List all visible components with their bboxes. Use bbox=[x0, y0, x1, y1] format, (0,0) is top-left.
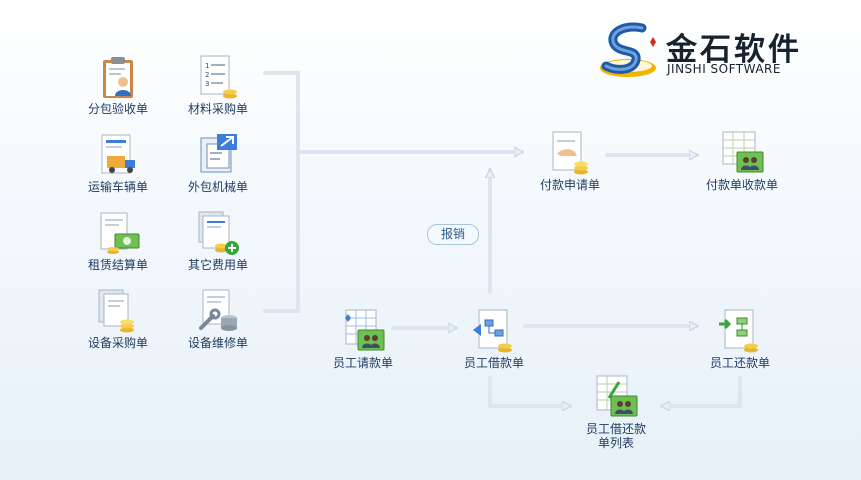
add-expense-icon bbox=[198, 211, 239, 255]
node-payment-request[interactable]: 付款申请单 bbox=[525, 130, 615, 192]
node-label: 外包机械单 bbox=[187, 180, 248, 194]
node-label: 其它费用单 bbox=[187, 258, 248, 272]
jinshi-logo: 金石软件 JINSHI SOFTWARE bbox=[598, 20, 813, 82]
node-lease-settlement[interactable]: 租赁结算单 bbox=[73, 210, 163, 272]
svg-text:2: 2 bbox=[205, 71, 209, 79]
node-label: 付款申请单 bbox=[539, 178, 600, 192]
node-label: 员工还款单 bbox=[709, 356, 770, 370]
reimburse-badge[interactable]: 报销 bbox=[427, 224, 479, 245]
node-borrow-repay-list[interactable]: 员工借还款 单列表 bbox=[571, 374, 661, 450]
connector-borrow-to-list bbox=[488, 376, 572, 406]
numbered-list-icon: 1 2 3 bbox=[200, 55, 237, 99]
node-transport-vehicle[interactable]: 运输车辆单 bbox=[73, 132, 163, 194]
node-material-purchase[interactable]: 1 2 3 材料采购单 bbox=[173, 54, 263, 116]
node-label: 设备采购单 bbox=[87, 336, 148, 350]
node-employee-borrow[interactable]: 员工借款单 bbox=[449, 308, 539, 370]
svg-text:1: 1 bbox=[205, 62, 209, 70]
wrench-database-icon bbox=[199, 289, 237, 331]
node-equipment-purchase[interactable]: 设备采购单 bbox=[73, 288, 163, 350]
node-label-line1: 员工借还款 bbox=[585, 422, 646, 436]
ledger-people-icon bbox=[596, 375, 638, 417]
jinshi-logo-icon bbox=[600, 22, 656, 77]
node-subcontract-acceptance[interactable]: 分包验收单 bbox=[73, 54, 163, 116]
node-label: 材料采购单 bbox=[187, 102, 248, 116]
node-employee-repay[interactable]: 员工还款单 bbox=[695, 308, 785, 370]
svg-text:3: 3 bbox=[205, 80, 209, 88]
spreadsheet-people-icon bbox=[722, 131, 764, 173]
node-payment-receipt[interactable]: 付款单收款单 bbox=[697, 130, 787, 192]
node-employee-request[interactable]: 员工请款单 bbox=[318, 308, 408, 370]
coins-document-icon bbox=[98, 289, 134, 333]
node-label: 分包验收单 bbox=[87, 102, 148, 116]
node-outsourced-machinery[interactable]: 外包机械单 bbox=[173, 132, 263, 194]
request-people-icon bbox=[345, 309, 385, 351]
node-label: 员工借款单 bbox=[463, 356, 524, 370]
external-window-icon bbox=[200, 134, 237, 173]
node-label: 员工请款单 bbox=[332, 356, 393, 370]
node-equipment-repair[interactable]: 设备维修单 bbox=[173, 288, 263, 350]
connector-repay-to-list bbox=[660, 376, 742, 406]
node-other-expense[interactable]: 其它费用单 bbox=[173, 210, 263, 272]
truck-document-icon bbox=[101, 134, 135, 174]
borrow-flowchart-icon bbox=[473, 309, 512, 353]
logo-name-en: JINSHI SOFTWARE bbox=[667, 62, 781, 76]
node-label: 运输车辆单 bbox=[87, 180, 148, 194]
cash-document-icon bbox=[100, 212, 140, 254]
hand-coins-icon bbox=[552, 131, 588, 175]
bracket-connector bbox=[263, 71, 300, 313]
node-label-line2: 单列表 bbox=[597, 436, 634, 450]
node-label: 付款单收款单 bbox=[705, 178, 778, 192]
clipboard-user-icon bbox=[103, 57, 133, 98]
node-label: 设备维修单 bbox=[187, 336, 248, 350]
repay-flowchart-icon bbox=[719, 309, 758, 353]
node-label: 租赁结算单 bbox=[87, 258, 148, 272]
logo-name-cn: 金石软件 bbox=[666, 32, 802, 68]
